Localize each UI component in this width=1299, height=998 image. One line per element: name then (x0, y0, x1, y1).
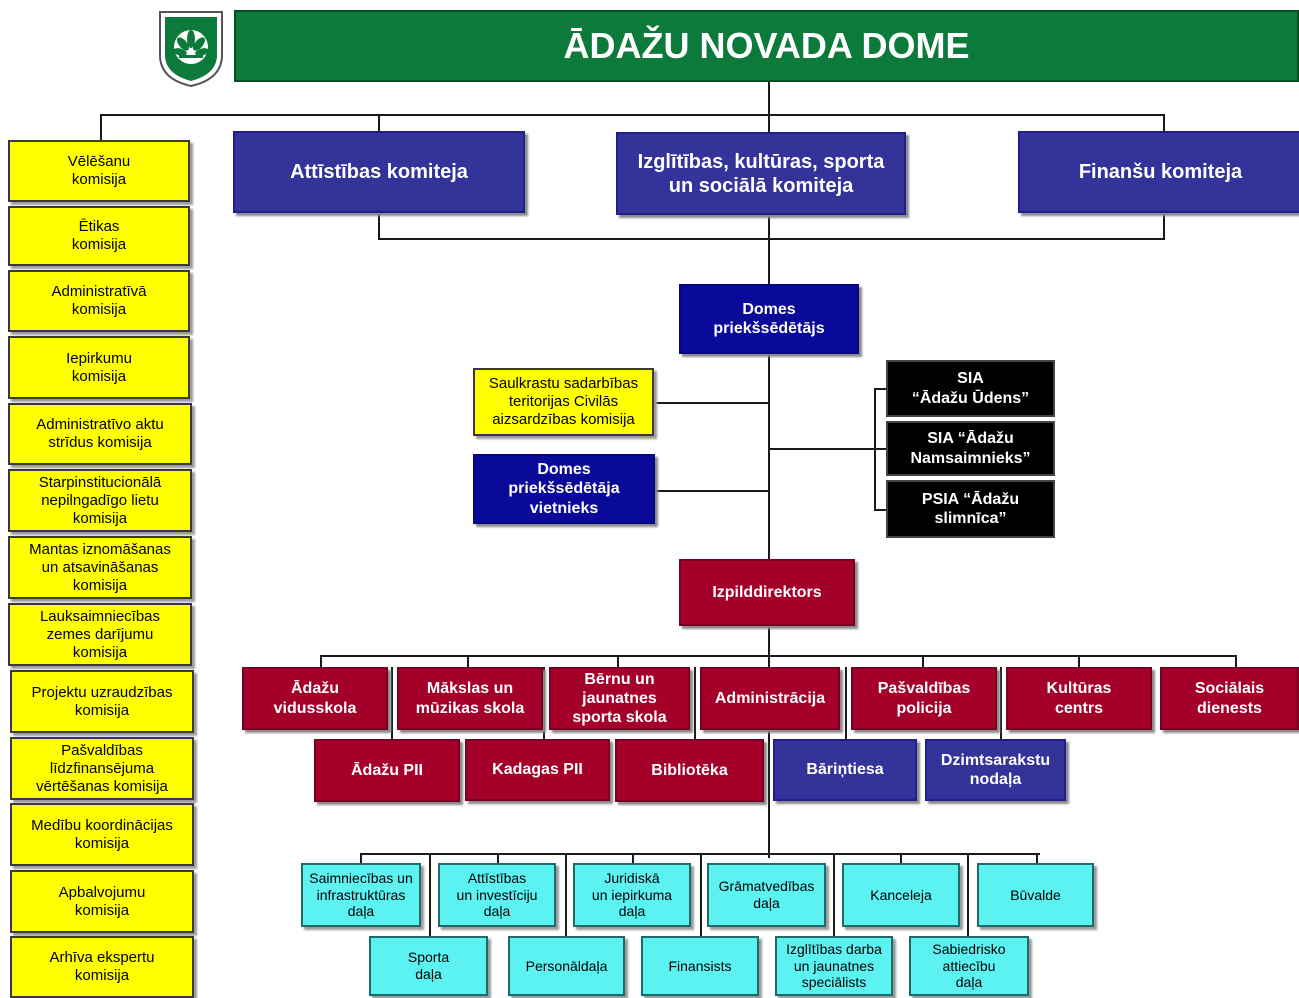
commission-arhiva: Arhīva ekspertu komisija (10, 936, 194, 998)
page-title: ĀDAŽU NOVADA DOME (234, 10, 1299, 82)
commission-medibu: Medību koordinācijas komisija (10, 803, 194, 866)
commission-administrativo-aktu: Administratīvo aktu strīdus komisija (8, 403, 192, 465)
connector-line (378, 238, 1165, 240)
connector-line (100, 114, 102, 140)
connector-line (391, 667, 393, 739)
connector-line (1078, 655, 1080, 667)
connector-line (1163, 212, 1165, 239)
connector-line (632, 853, 634, 863)
connector-line (967, 853, 969, 937)
commission-starpinstitucionala: Starpinstitucionālā nepilngadīgo lietu k… (8, 469, 192, 532)
commission-administrativa: Administratīvā komisija (8, 270, 190, 332)
dept-biblioteka: Bibliotēka (615, 739, 764, 802)
connector-line (1235, 655, 1237, 667)
dept-dzimtsarakstu-nodala: Dzimtsarakstu nodaļa (925, 739, 1066, 801)
connector-line (694, 667, 696, 739)
commission-apbalvojumu: Apbalvojumu komisija (10, 870, 194, 933)
committee-finansu: Finanšu komiteja (1018, 131, 1299, 213)
committee-attistibas: Attīstības komiteja (233, 131, 525, 213)
unit-saimniecibas: Saimniecības un infrastruktūras daļa (301, 863, 421, 927)
unit-izglitibas-specialists: Izglītības darba un jaunatnes speciālist… (775, 936, 893, 996)
commission-projektu: Projektu uzraudzības komisija (10, 670, 194, 733)
civil-defence-commission: Saulkrastu sadarbības teritorijas Civilā… (473, 368, 654, 436)
committee-izglitibas: Izglītības, kultūras, sporta un sociālā … (616, 132, 906, 215)
connector-line (565, 853, 567, 937)
chair-box: Domes priekšsēdētājs (679, 284, 859, 354)
connector-line (874, 509, 886, 511)
executive-director-box: Izpilddirektors (679, 559, 855, 626)
dept-adazu-pii: Ādažu PII (314, 739, 460, 802)
connector-line (320, 655, 322, 667)
connector-line (429, 853, 431, 937)
commission-iepirkumu: Iepirkumu komisija (8, 336, 190, 399)
connector-line (874, 388, 886, 390)
unit-gramatvedibas: Grāmatvedības daļa (707, 863, 826, 927)
connector-line (1036, 853, 1038, 863)
connector-line (654, 402, 769, 404)
lily-coat-of-arms-icon (157, 9, 225, 88)
commission-lidzfinansejuma: Pašvaldības līdzfinansējuma vērtēšanas k… (10, 737, 194, 800)
unit-sabiedrisko-attiecibu: Sabiedrisko attiecību daļa (909, 936, 1029, 996)
connector-line (700, 853, 702, 937)
connector-line (768, 626, 770, 858)
connector-line (360, 853, 362, 863)
commission-etikas: Ētikas komisija (8, 206, 190, 266)
connector-line (1000, 667, 1002, 739)
dept-makslas-muzikas-skola: Mākslas un mūzikas skola (397, 667, 543, 730)
commission-mantas: Mantas iznomāšanas un atsavināšanas komi… (8, 536, 192, 599)
connector-line (833, 853, 835, 937)
commission-velesanu: Vēlēšanu komisija (8, 140, 190, 202)
dept-kulturas-centrs: Kultūras centrs (1006, 667, 1152, 730)
unit-kanceleja: Kanceleja (842, 863, 960, 927)
dept-barintiesa: Bāriņtiesa (773, 739, 917, 801)
connector-line (617, 655, 619, 667)
company-adazu-udens: SIA “Ādažu Ūdens” (886, 360, 1055, 417)
dept-kadagas-pii: Kadagas PII (465, 739, 610, 801)
dept-socialais-dienests: Sociālais dienests (1160, 667, 1299, 730)
connector-line (543, 667, 545, 739)
unit-personaldala: Personāldaļa (508, 936, 625, 996)
dept-pasvaldibas-policija: Pašvaldības policija (851, 667, 997, 730)
unit-sporta: Sporta daļa (369, 936, 488, 996)
connector-line (845, 667, 847, 739)
dept-adazu-vidusskola: Ādažu vidusskola (242, 667, 388, 730)
commission-lauksaimniecibas: Lauksaimniecības zemes darījumu komisija (8, 603, 192, 666)
company-adazu-namsaimnieks: SIA “Ādažu Namsaimnieks” (886, 421, 1055, 476)
unit-buvalde: Būvalde (977, 863, 1094, 927)
connector-line (922, 655, 924, 667)
connector-line (655, 490, 769, 492)
unit-attistibas-investiciju: Attīstības un investīciju daļa (438, 863, 556, 927)
company-adazu-slimnica: PSIA “Ādažu slimnīca” (886, 480, 1055, 538)
connector-line (378, 114, 380, 132)
connector-line (874, 448, 886, 450)
connector-line (769, 448, 874, 450)
vice-chair-box: Domes priekšsēdētāja vietnieks (473, 454, 655, 524)
unit-juridiska: Juridiskā un iepirkuma daļa (573, 863, 691, 927)
connector-line (900, 853, 902, 863)
connector-line (100, 114, 1165, 116)
dept-administracija: Administrācija (700, 667, 840, 730)
dept-sporta-skola: Bērnu un jaunatnes sporta skola (549, 667, 690, 730)
connector-line (497, 853, 499, 863)
connector-line (320, 655, 1236, 657)
unit-finansists: Finansists (641, 936, 759, 996)
connector-line (1163, 114, 1165, 132)
connector-line (378, 212, 380, 239)
connector-line (467, 655, 469, 667)
